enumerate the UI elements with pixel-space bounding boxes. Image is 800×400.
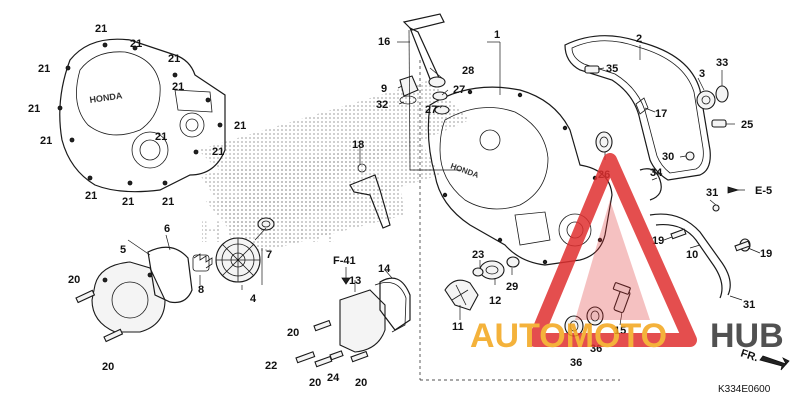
- part-label: 32: [376, 99, 388, 111]
- part-label: 23: [472, 249, 484, 261]
- water-pump-cover: [339, 277, 411, 353]
- part-label: 19: [760, 248, 772, 260]
- watermark-text-a: AUTOMOTO: [470, 317, 667, 355]
- callout-21: 21: [122, 196, 134, 208]
- part-label: 25: [741, 119, 753, 131]
- part-label: 31: [706, 187, 718, 199]
- front-arrow-label: FR.: [739, 347, 760, 364]
- gasket: [564, 35, 711, 181]
- ref-e5: E-5: [755, 185, 772, 197]
- left-crankcase-cover: HONDA: [57, 38, 226, 193]
- filter-cover-gasket: [147, 246, 193, 304]
- part-label: 3: [699, 68, 705, 80]
- dowel-pin-35: [584, 65, 600, 74]
- water-pump-gasket: [374, 282, 407, 333]
- o-ring-33: [715, 85, 729, 103]
- part-label: 20: [287, 327, 299, 339]
- part-label: 20: [68, 274, 80, 286]
- callouts-21: 21 21 21 21 21 21 21 21 21 21 21 21 21: [28, 23, 246, 208]
- part-label: 34: [650, 167, 663, 179]
- clip-31: [712, 204, 720, 212]
- part-label: 20: [355, 377, 367, 389]
- bolts: [75, 228, 751, 368]
- oil-filter: [215, 237, 261, 283]
- callout-21: 21: [155, 131, 167, 143]
- callout-21: 21: [162, 196, 174, 208]
- part-label: 27: [453, 84, 465, 96]
- part-label: 13: [349, 275, 361, 287]
- part-label: 11: [452, 321, 464, 333]
- water-pump-impeller: [444, 279, 479, 311]
- part-label: 12: [489, 295, 501, 307]
- part-label: 14: [378, 263, 391, 275]
- callout-21: 21: [234, 120, 246, 132]
- oil-filter-cover: [91, 261, 166, 333]
- part-label: 36: [570, 357, 582, 369]
- part-label: 1: [494, 29, 500, 41]
- clip-17: [635, 97, 649, 115]
- bracket-18: [349, 163, 391, 229]
- right-crankcase-cover: HONDA: [427, 86, 613, 266]
- leader-lines: [127, 29, 761, 381]
- svg-text:HONDA: HONDA: [449, 161, 480, 180]
- callout-21: 21: [212, 146, 224, 158]
- callout-21: 21: [40, 135, 52, 147]
- part-label: 10: [686, 249, 698, 261]
- part-label: 17: [655, 108, 667, 120]
- spring-8: [192, 253, 213, 272]
- callout-21: 21: [38, 63, 50, 75]
- part-label: 2: [636, 33, 642, 45]
- part-label: 20: [102, 361, 114, 373]
- callout-21: 21: [130, 38, 142, 50]
- reference-labels: F-41 E-5 FR.: [333, 185, 790, 371]
- svg-text:HONDA: HONDA: [89, 90, 124, 105]
- callout-21: 21: [28, 103, 40, 115]
- part-label: 5: [120, 244, 126, 256]
- part-label: 7: [266, 249, 272, 261]
- part-label: 19: [652, 235, 664, 247]
- part-label: 30: [662, 151, 674, 163]
- oil-seal-12: [479, 260, 505, 280]
- part-label: 18: [352, 139, 364, 151]
- ref-f41: F-41: [333, 255, 356, 267]
- part-label: 33: [716, 57, 728, 69]
- part-label: 4: [250, 293, 257, 305]
- callout-21: 21: [85, 190, 97, 202]
- part-label: 27: [425, 104, 437, 116]
- o-ring-7: [257, 217, 275, 231]
- part-label: 35: [606, 63, 618, 75]
- callout-21: 21: [172, 81, 184, 93]
- part-label: 20: [309, 377, 321, 389]
- hose-34: [639, 168, 662, 201]
- oil-seal-36b: [586, 306, 604, 326]
- oil-filler-cap: [399, 75, 419, 105]
- part-label: 29: [506, 281, 518, 293]
- part-label: 28: [462, 65, 474, 77]
- dowel-pin-25: [711, 119, 727, 128]
- oil-seal-26: [595, 131, 613, 153]
- watermark-text-b: HUB: [710, 317, 784, 355]
- part-label: 6: [164, 223, 170, 235]
- honda-wing-background: HONDA: [198, 80, 470, 255]
- callout-21: 21: [95, 23, 107, 35]
- washer-30: [685, 151, 695, 161]
- washer-23: [472, 267, 484, 277]
- part-label: 9: [381, 83, 387, 95]
- part-label: 8: [198, 284, 204, 296]
- bolt-15: [612, 282, 631, 314]
- collar-3: [696, 90, 716, 110]
- watermark-logo: AUTOMOTO HUB: [470, 153, 784, 355]
- part-label: 16: [378, 36, 390, 48]
- part-label: 31: [743, 299, 755, 311]
- diagram-code: K334E0600: [718, 384, 771, 395]
- callout-21: 21: [168, 53, 180, 65]
- part-label: 22: [265, 360, 277, 372]
- bearing-29: [506, 256, 520, 268]
- part-label: 24: [327, 372, 340, 384]
